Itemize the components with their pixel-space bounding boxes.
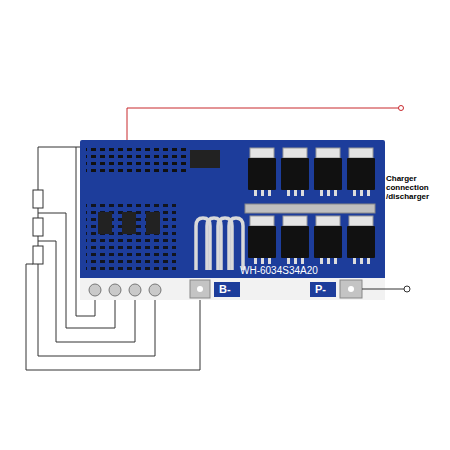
mosfet bbox=[281, 216, 309, 264]
terminal-label: B- bbox=[219, 283, 231, 296]
pad-hole bbox=[197, 286, 203, 292]
cell bbox=[33, 246, 43, 264]
pad-hole bbox=[348, 286, 354, 292]
mosfet bbox=[314, 216, 342, 264]
shunt-resistors bbox=[196, 218, 243, 270]
board-model: WH-6034S34A20 bbox=[240, 265, 318, 277]
terminal-label: P- bbox=[315, 283, 326, 296]
balance-pads bbox=[89, 284, 161, 296]
p-minus-pad bbox=[340, 280, 362, 298]
mosfet bbox=[314, 148, 342, 196]
cell bbox=[33, 190, 43, 208]
terminal bbox=[399, 106, 404, 111]
mosfet bbox=[281, 148, 309, 196]
bus-bar bbox=[245, 204, 375, 213]
silk-box bbox=[310, 282, 336, 297]
terminal bbox=[404, 286, 410, 292]
pcb bbox=[80, 140, 385, 300]
smd-parts bbox=[86, 146, 186, 176]
p-minus-wire bbox=[362, 289, 405, 290]
mosfet bbox=[248, 148, 276, 196]
b-minus-pad bbox=[190, 280, 210, 298]
mosfet bbox=[347, 216, 375, 264]
cell bbox=[33, 218, 43, 236]
silk-box bbox=[214, 282, 240, 297]
mosfet-array bbox=[248, 148, 375, 264]
callout-note: Charger connection /discharger bbox=[386, 174, 446, 202]
mosfet bbox=[347, 148, 375, 196]
silk-strip bbox=[80, 278, 385, 300]
ic-chips bbox=[98, 150, 220, 234]
smd-parts bbox=[86, 200, 176, 270]
mosfet bbox=[248, 216, 276, 264]
